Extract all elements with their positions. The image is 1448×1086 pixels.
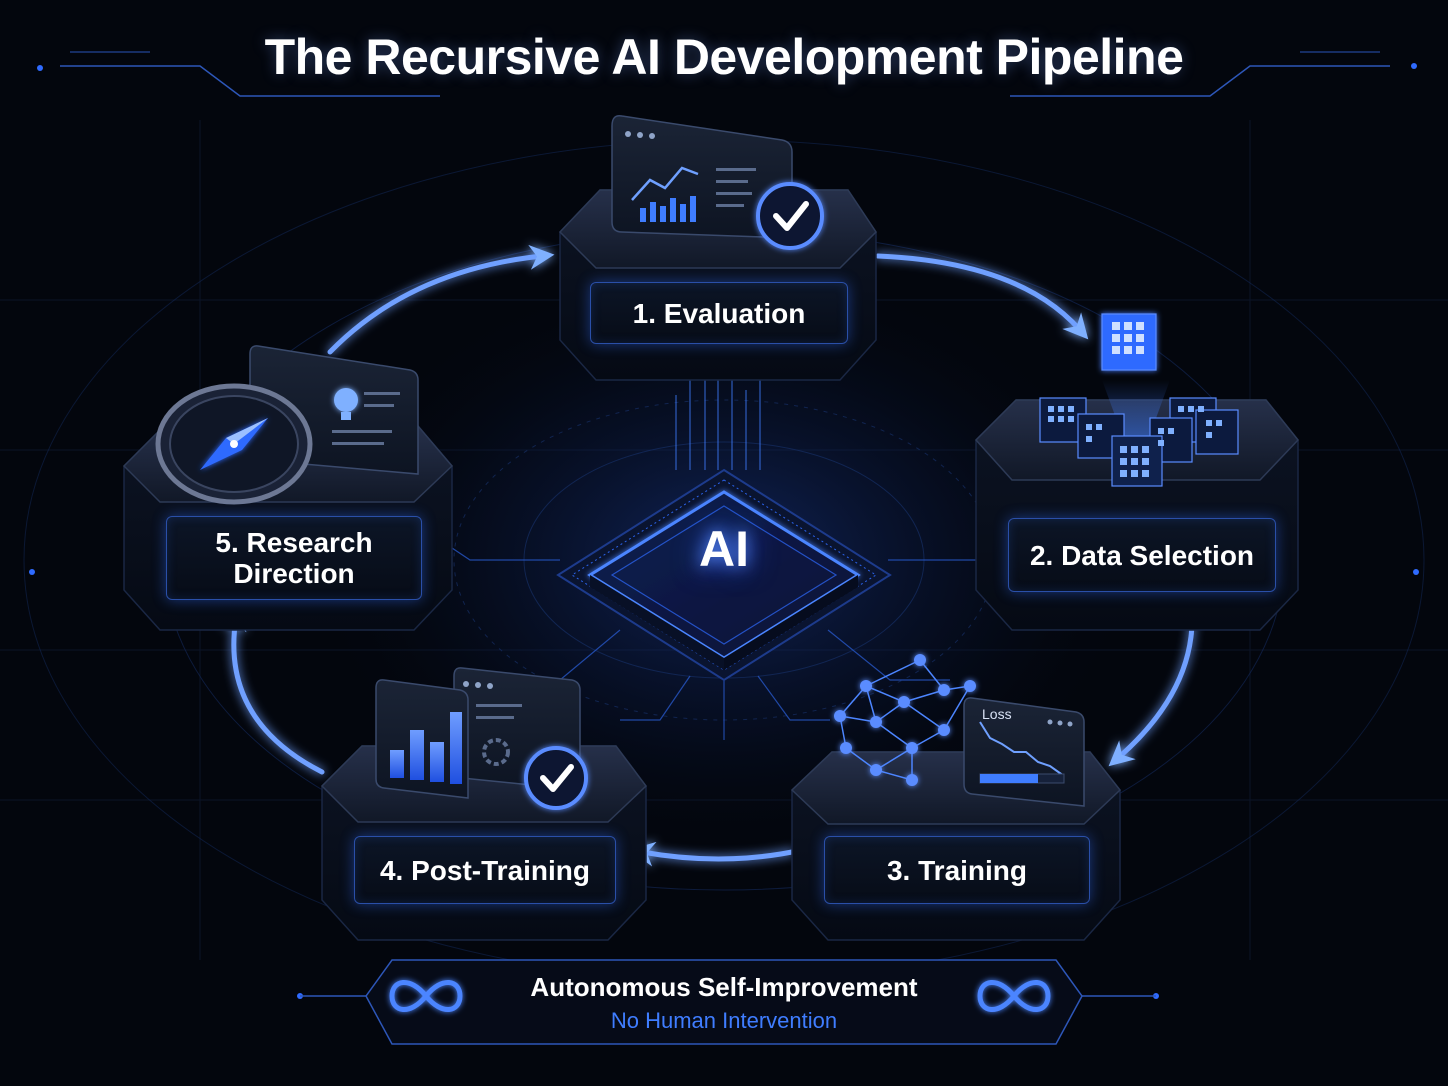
footer-frame: [300, 959, 1156, 1045]
bar-chart-check-icon: [375, 667, 588, 810]
background-dots: [29, 63, 1419, 999]
infinity-icon: [389, 980, 463, 1012]
cycle-arrows: [221, 244, 1195, 867]
infinity-icon: [977, 980, 1051, 1012]
footer-title: Autonomous Self-Improvement: [530, 972, 918, 1002]
footer-subtitle: No Human Intervention: [610, 1008, 838, 1033]
stage-label-text: 4. Post-Training: [379, 854, 591, 886]
stage-label-research-direction: 5. Research Direction: [166, 516, 422, 600]
stage-label-text: 3. Training: [886, 854, 1028, 886]
title-frame: [60, 51, 1390, 97]
loss-chart-panel: [963, 697, 1085, 807]
arrow-posttraining-to-research: [221, 605, 325, 775]
stage-label-training: 3. Training: [824, 836, 1090, 904]
arrow-evaluation-to-data: [875, 253, 1089, 340]
stage-label-text: 2. Data Selection: [1029, 539, 1255, 571]
arrow-research-to-evaluation: [327, 244, 555, 355]
arrow-training-to-posttraining: [629, 841, 795, 867]
stage-label-post-training: 4. Post-Training: [354, 836, 616, 904]
data-cubes-icon: [1039, 313, 1239, 487]
loss-chart-label: Loss: [982, 706, 1012, 722]
dashboard-check-icon: [611, 114, 824, 250]
stage-label-data-selection: 2. Data Selection: [1008, 518, 1276, 592]
stage-label-text: 1. Evaluation: [632, 297, 806, 329]
stage-label-text: 5. Research Direction: [215, 527, 373, 589]
stage-label-evaluation: 1. Evaluation: [590, 282, 848, 344]
ai-chip: [439, 350, 1011, 740]
ai-chip-label: AI: [699, 521, 749, 577]
compass-lightbulb-icon: [155, 345, 419, 505]
diagram-title: The Recursive AI Development Pipeline: [264, 29, 1184, 85]
